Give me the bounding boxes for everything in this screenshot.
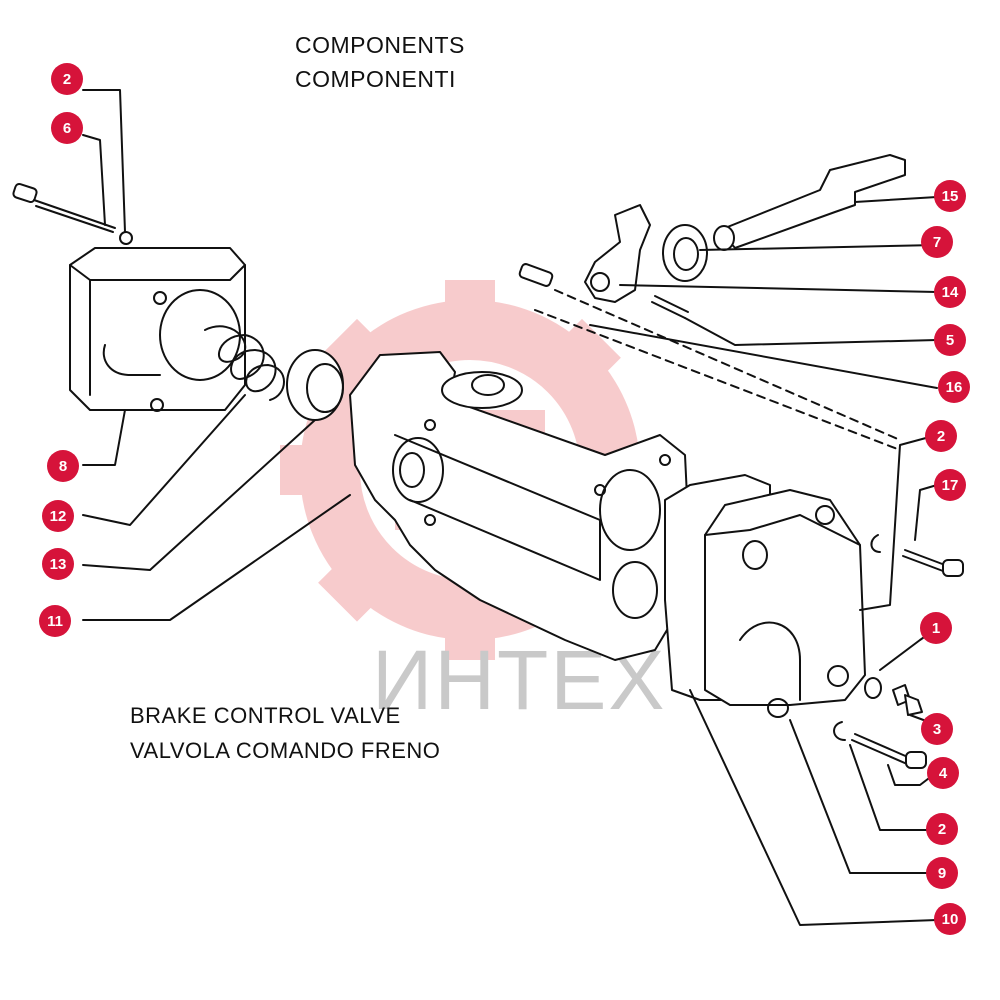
callout-17: 17 [934, 469, 966, 501]
title-line1: COMPONENTS [295, 32, 465, 58]
subtitle-line2: VALVOLA COMANDO FRENO [130, 738, 441, 763]
callout-2b: 2 [925, 420, 957, 452]
washer-1 [864, 677, 882, 699]
callout-9: 9 [926, 857, 958, 889]
bolt-6 [12, 182, 116, 233]
title-line2: COMPONENTI [295, 66, 456, 92]
callout-11: 11 [39, 605, 71, 637]
callout-6: 6 [51, 112, 83, 144]
pin-16 [518, 263, 554, 287]
callout-5: 5 [934, 324, 966, 356]
subtitle-line1: BRAKE CONTROL VALVE [130, 703, 401, 728]
shaft [713, 154, 906, 251]
callout-16: 16 [938, 371, 970, 403]
callout-3: 3 [921, 713, 953, 745]
callout-1: 1 [920, 612, 952, 644]
callout-13: 13 [42, 548, 74, 580]
callout-8: 8 [47, 450, 79, 482]
bolt-4 [851, 733, 927, 769]
plug-3 [892, 684, 923, 716]
right-cover [704, 489, 866, 718]
bearing [662, 224, 708, 282]
callout-2: 2 [51, 63, 83, 95]
piston [286, 349, 344, 421]
spring [204, 325, 285, 401]
callout-12: 12 [42, 500, 74, 532]
callout-10: 10 [934, 903, 966, 935]
circlip-2c [833, 721, 846, 741]
left-cover [69, 247, 246, 412]
callout-7: 7 [921, 226, 953, 258]
callout-2c: 2 [926, 813, 958, 845]
lever [584, 204, 651, 303]
callout-4: 4 [927, 757, 959, 789]
callout-14: 14 [934, 276, 966, 308]
callout-15: 15 [934, 180, 966, 212]
valve-body [349, 351, 691, 661]
washer-2a [119, 231, 133, 245]
roll-pin-5 [651, 295, 689, 319]
bolt-17 [902, 549, 964, 577]
circlip-2b [870, 534, 881, 553]
